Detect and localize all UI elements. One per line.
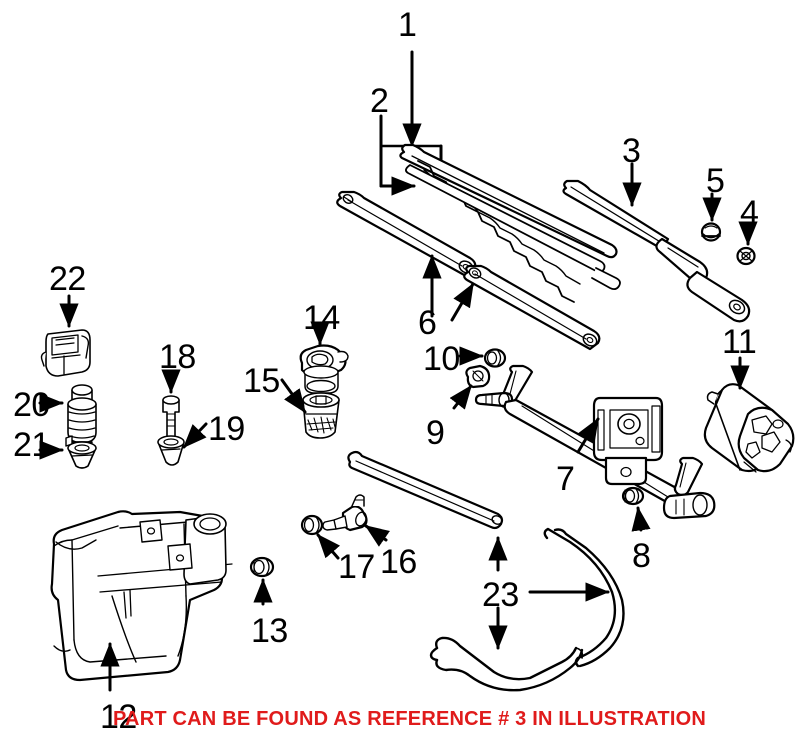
linkage-pivot-cap-part10: [483, 348, 507, 368]
washer-nozzle-part16: [322, 494, 368, 532]
leader-7: [576, 417, 600, 454]
callout-number-9: 9: [426, 414, 445, 452]
reservoir-cap-part14: [299, 344, 349, 394]
washer-hose-curved-right: [543, 527, 625, 668]
level-sensor-part22: [40, 329, 91, 377]
callout-number-18: 18: [159, 338, 196, 376]
nozzle-grommet-part17: [300, 514, 324, 536]
callout-number-15: 15: [243, 362, 280, 400]
callout-number-6: 6: [418, 304, 437, 342]
leader-8: [631, 506, 651, 532]
callout-number-7: 7: [556, 460, 575, 498]
callout-number-14: 14: [303, 299, 340, 337]
washer-reservoir-part12: [50, 510, 233, 682]
reservoir-grommet-part13: [249, 556, 275, 578]
leader-23: [488, 536, 610, 650]
wiper-arm-nut-part5: [700, 222, 722, 242]
wiper-linkage-rod-lower: [463, 264, 601, 351]
leader-2-bracket: [379, 126, 416, 196]
linkage-pivot-nut-part9: [465, 364, 491, 389]
linkage-bushing-part8: [621, 486, 645, 506]
wiper-motor-part11: [703, 383, 795, 473]
callout-number-11: 11: [722, 323, 757, 361]
callout-number-10: 10: [423, 340, 460, 378]
callout-number-19: 19: [208, 410, 245, 448]
callout-number-5: 5: [706, 162, 725, 200]
callout-number-3: 3: [622, 132, 641, 170]
callout-number-17: 17: [338, 548, 375, 586]
leader-9: [449, 384, 473, 410]
motor-nut-part19: [157, 435, 185, 466]
wiper-blade-assembly: [399, 143, 621, 303]
callout-number-22: 22: [49, 260, 86, 298]
leader-16: [364, 524, 390, 547]
washer-hose-straight: [347, 450, 504, 530]
wiper-linkage-rod-upper: [336, 190, 477, 278]
callout-number-23: 23: [482, 576, 519, 614]
callout-number-2: 2: [370, 82, 389, 120]
leader-6: [422, 254, 475, 322]
reference-note: PART CAN BE FOUND AS REFERENCE # 3 IN IL…: [113, 708, 706, 730]
pump-seal-part21: [67, 441, 97, 469]
wiper-arm-cap-part4: [736, 246, 756, 266]
callout-number-12: 12: [100, 698, 137, 736]
motor-bolt-part18: [162, 395, 180, 441]
callout-number-20: 20: [13, 386, 50, 424]
leader-19: [182, 422, 208, 449]
callout-number-13: 13: [251, 612, 288, 650]
washer-hose-curved-lower: [429, 636, 584, 692]
wiper-transmission-linkage: [474, 364, 716, 520]
leader-17: [316, 533, 341, 560]
callout-number-21: 21: [13, 426, 50, 464]
callout-number-4: 4: [740, 194, 759, 232]
wiper-arm-part3: [562, 179, 751, 323]
callout-number-1: 1: [398, 6, 417, 44]
reservoir-strainer-part15: [302, 392, 340, 439]
leader-15: [280, 378, 307, 414]
callout-number-8: 8: [632, 537, 651, 575]
callout-number-16: 16: [380, 543, 417, 581]
